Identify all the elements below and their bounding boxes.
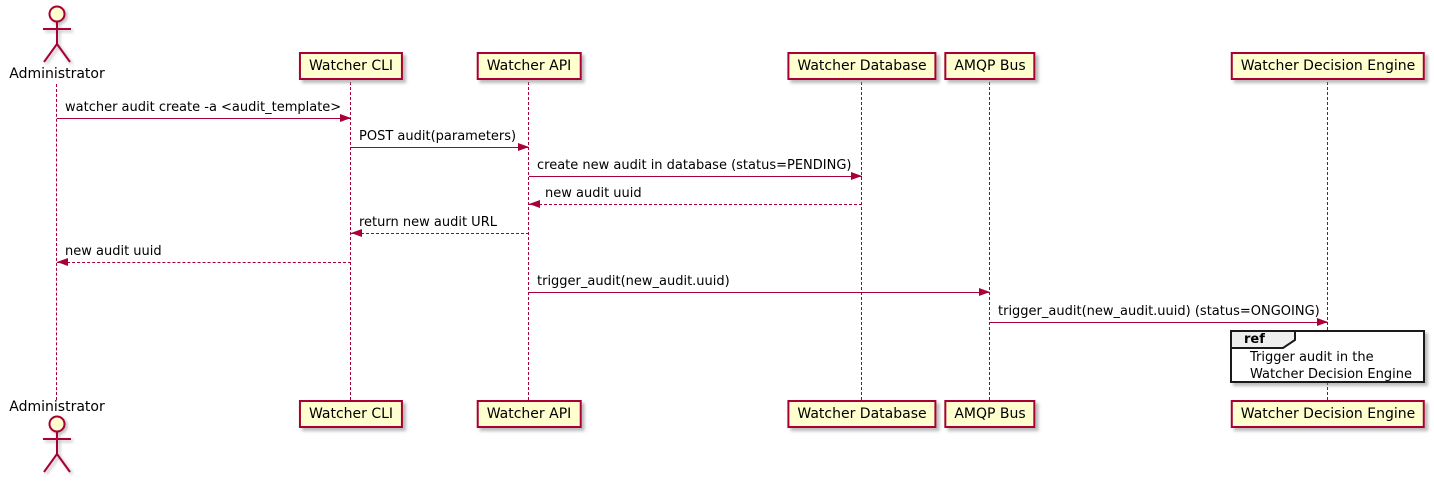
- arrowhead-icon: [1317, 318, 1328, 326]
- message-label: watcher audit create -a <audit_template>: [65, 100, 342, 115]
- lifeline-watcher-decision-engine: [1327, 82, 1328, 400]
- actor-icon: [43, 415, 71, 473]
- actor-label-administrator-top: Administrator: [9, 66, 105, 82]
- lifeline-administrator: [56, 84, 57, 400]
- message-label: trigger_audit(new_audit.uuid) (status=ON…: [998, 304, 1320, 319]
- ref-frame: ref Trigger audit in the Watcher Decisio…: [1230, 330, 1425, 383]
- arrowhead-icon: [529, 200, 540, 208]
- participant-watcher-database-top: Watcher Database: [787, 52, 937, 80]
- arrowhead-icon: [340, 114, 351, 122]
- ref-keyword: ref: [1244, 332, 1265, 347]
- participant-watcher-decision-engine-top: Watcher Decision Engine: [1230, 52, 1426, 80]
- ref-tab-icon: [1230, 330, 1296, 349]
- arrowhead-icon: [518, 143, 529, 151]
- message-label: POST audit(parameters): [359, 129, 517, 144]
- lifeline-watcher-database: [861, 82, 862, 400]
- message-label: new audit uuid: [545, 186, 642, 201]
- participant-watcher-decision-engine-bottom: Watcher Decision Engine: [1230, 400, 1426, 428]
- message-label: trigger_audit(new_audit.uuid): [537, 274, 730, 289]
- participant-watcher-database-bottom: Watcher Database: [787, 400, 937, 428]
- participant-amqp-bus-bottom: AMQP Bus: [944, 400, 1036, 428]
- participant-watcher-api-bottom: Watcher API: [476, 400, 582, 428]
- message-label: new audit uuid: [65, 244, 162, 259]
- actor-label-administrator-bottom: Administrator: [9, 399, 105, 415]
- lifeline-amqp-bus: [989, 82, 990, 400]
- arrowhead-icon: [979, 288, 990, 296]
- message-line: [351, 233, 529, 234]
- ref-text-line2: Watcher Decision Engine: [1250, 367, 1412, 382]
- message-line: [529, 176, 862, 177]
- message-line: [351, 147, 529, 148]
- message-line: [57, 262, 351, 263]
- ref-text-line1: Trigger audit in the: [1250, 350, 1374, 365]
- participant-watcher-cli-bottom: Watcher CLI: [298, 400, 404, 428]
- lifeline-watcher-api: [528, 82, 529, 400]
- ref-text: Trigger audit in the Watcher Decision En…: [1250, 349, 1412, 383]
- lifeline-watcher-cli: [350, 82, 351, 400]
- message-line: [529, 292, 990, 293]
- participant-amqp-bus-top: AMQP Bus: [944, 52, 1036, 80]
- message-line: [529, 204, 862, 205]
- message-line: [57, 118, 351, 119]
- participant-watcher-cli-top: Watcher CLI: [298, 52, 404, 80]
- arrowhead-icon: [851, 172, 862, 180]
- arrowhead-icon: [351, 229, 362, 237]
- message-label: return new audit URL: [359, 215, 497, 230]
- participant-watcher-api-top: Watcher API: [476, 52, 582, 80]
- message-label: create new audit in database (status=PEN…: [537, 158, 852, 173]
- arrowhead-icon: [57, 258, 68, 266]
- actor-icon: [43, 5, 71, 63]
- message-line: [990, 322, 1328, 323]
